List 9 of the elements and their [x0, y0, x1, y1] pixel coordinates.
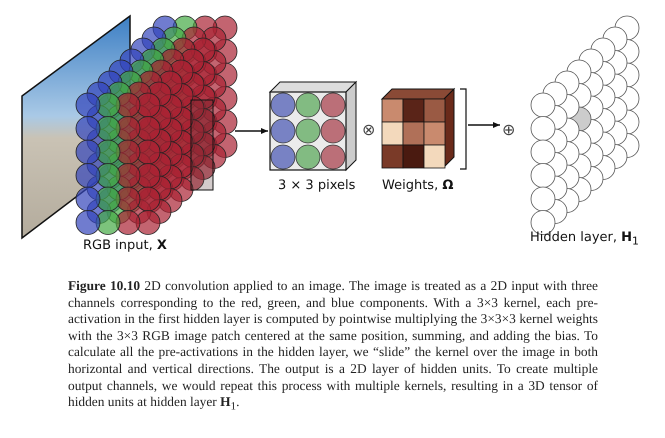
arrow — [468, 122, 500, 128]
arrow — [235, 128, 268, 134]
sum-symbol: ⊕ — [502, 120, 516, 139]
figure-caption: Figure 10.10 2D convolution applied to an image. The image is treated as a 2D input with three channels corresponding to the red, green, and blue components. With a 3×3 kernel, each pre-activation in the first hidden layer is computed by pointwise multiplying the 3×3×3 kernel weights with the 3×3 RGB image patch centered at the same position, summing, and adding the bias. To calculate all the pre-activations in the hidden layer, we “slide” the kernel over the image in both horizontal and vertical directions. The output is a 2D layer of hidden units. To create multiple output channels, we would repeat this process with multiple kernels, resulting in a 3D tensor of hidden units at hidden layer H$_{1}$. — [68, 278, 598, 415]
multiply-symbol: ⊗ — [362, 120, 376, 139]
layer-caption: 3 × 3 pixels — [278, 178, 356, 193]
layer-caption: Weights, Ω — [382, 178, 454, 193]
layer-caption: RGB input, X — [83, 238, 167, 253]
layer-caption: Hidden layer, H$_{1}$ — [530, 230, 639, 248]
